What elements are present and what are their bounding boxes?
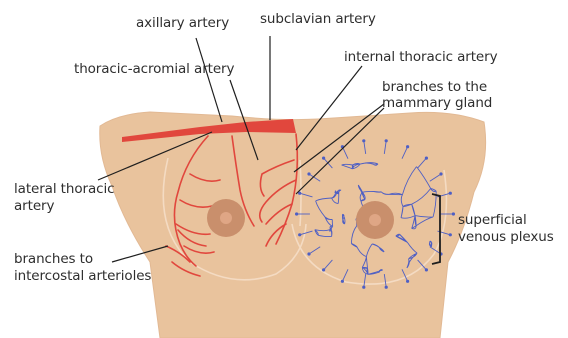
- label-subclavian-artery: subclavian artery: [260, 12, 376, 27]
- vein-tip: [362, 139, 365, 142]
- label-lateral-thoracic-2: artery: [14, 199, 54, 214]
- vein-tip: [449, 192, 452, 195]
- label-thoracic-acromial-artery: thoracic-acromial artery: [74, 62, 234, 77]
- vein-tip: [307, 252, 310, 255]
- vein-tip: [298, 233, 301, 236]
- vein-tip: [341, 280, 344, 283]
- label-axillary-artery: axillary artery: [136, 16, 229, 31]
- label-lateral-thoracic-1: lateral thoracic: [14, 182, 114, 197]
- vein-tip: [307, 172, 310, 175]
- right-nipple: [369, 214, 381, 226]
- label-branches-mammary-1: branches to the: [382, 80, 487, 95]
- label-intercostal-2: intercostal arterioles: [14, 269, 151, 284]
- vein-tip: [425, 268, 428, 271]
- label-intercostal-1: branches to: [14, 252, 93, 267]
- vein-tip: [322, 268, 325, 271]
- vein-tip: [362, 286, 365, 289]
- label-branches-mammary-2: mammary gland: [382, 96, 492, 111]
- vein-tip: [425, 157, 428, 160]
- left-nipple: [220, 212, 232, 224]
- leader-axillary: [196, 38, 222, 122]
- vein-tip: [385, 139, 388, 142]
- vein-tip: [452, 212, 455, 215]
- vein-tip: [295, 212, 298, 215]
- label-venous-plexus-1: superficial: [458, 213, 527, 228]
- vein-tip: [406, 145, 409, 148]
- vein-tip: [449, 233, 452, 236]
- label-venous-plexus-2: venous plexus: [458, 230, 554, 245]
- vein-tip: [322, 157, 325, 160]
- vein-tip: [385, 286, 388, 289]
- label-internal-thoracic-artery: internal thoracic artery: [344, 50, 497, 65]
- vein-tip: [439, 172, 442, 175]
- vein-tip: [406, 280, 409, 283]
